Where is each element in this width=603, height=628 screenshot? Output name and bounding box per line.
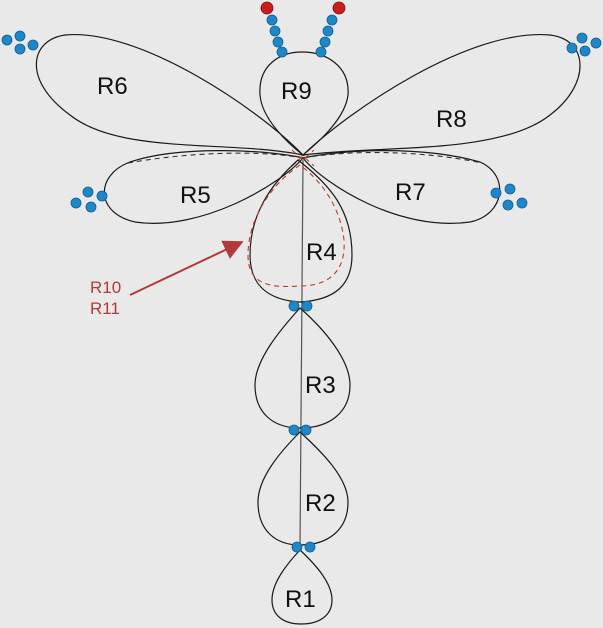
bead	[516, 197, 528, 209]
bead	[579, 45, 591, 57]
label-r6: R6	[97, 73, 128, 100]
antenna-left-tip	[260, 1, 274, 15]
spine-thread	[299, 159, 304, 549]
bead	[96, 190, 108, 202]
bead-cluster-left	[70, 186, 108, 213]
bead	[27, 39, 39, 51]
join-bead-r4-r3	[301, 300, 313, 312]
join-bead-r2-r1	[291, 541, 303, 553]
antenna-left-bead	[269, 25, 281, 37]
bead	[502, 199, 514, 211]
bead	[14, 43, 26, 55]
annotation-label-r10: R10	[90, 278, 121, 297]
dashed-chain-right	[302, 151, 483, 164]
ring-r6-outline	[35, 34, 305, 156]
antenna-left-bead	[276, 46, 288, 58]
antenna-right-bead	[315, 46, 327, 58]
ring-r1-outline	[271, 549, 333, 625]
label-r5: R5	[180, 182, 211, 209]
antenna-right-bead	[322, 25, 334, 37]
bead	[566, 42, 578, 54]
ring-r2-outline	[257, 431, 349, 546]
ring-r4-outline	[249, 159, 353, 303]
label-r2: R2	[305, 490, 336, 517]
dashed-chain-left	[127, 152, 304, 164]
bead	[576, 32, 588, 44]
bead-cluster-top-left	[1, 30, 39, 55]
join-bead-r2-r1	[304, 541, 316, 553]
bead	[490, 187, 502, 199]
bead-cluster-right	[490, 183, 528, 211]
join-bead-r3-r2	[300, 424, 312, 436]
ring-r8-outline	[301, 34, 581, 156]
label-r1: R1	[285, 586, 316, 613]
antenna-right-tip	[332, 1, 346, 15]
ring-r9-outline	[259, 51, 349, 156]
ring-r10-r11-dashed-outline	[247, 164, 345, 287]
bead	[85, 201, 97, 213]
join-bead-r4-r3	[288, 300, 300, 312]
antenna-left-bead	[266, 14, 278, 26]
bead	[504, 183, 516, 195]
bead	[82, 186, 94, 198]
antenna-right-bead	[326, 14, 338, 26]
label-r7: R7	[395, 179, 426, 206]
annotation-arrow	[129, 240, 244, 296]
label-r4: R4	[306, 239, 337, 266]
label-r8: R8	[436, 106, 467, 133]
antenna-right-bead	[319, 36, 331, 48]
label-r9: R9	[281, 78, 312, 105]
bead	[1, 34, 13, 46]
label-r3: R3	[305, 372, 336, 399]
ring-r3-outline	[254, 307, 351, 429]
bead	[590, 37, 602, 49]
bead-cluster-top-right	[566, 32, 602, 57]
bead	[70, 197, 82, 209]
antenna-left-bead	[272, 36, 284, 48]
antennae	[260, 1, 346, 58]
spine-beads	[288, 300, 316, 553]
bead	[14, 30, 26, 42]
join-bead-r3-r2	[288, 424, 300, 436]
annotation-label-r11: R11	[90, 299, 120, 318]
